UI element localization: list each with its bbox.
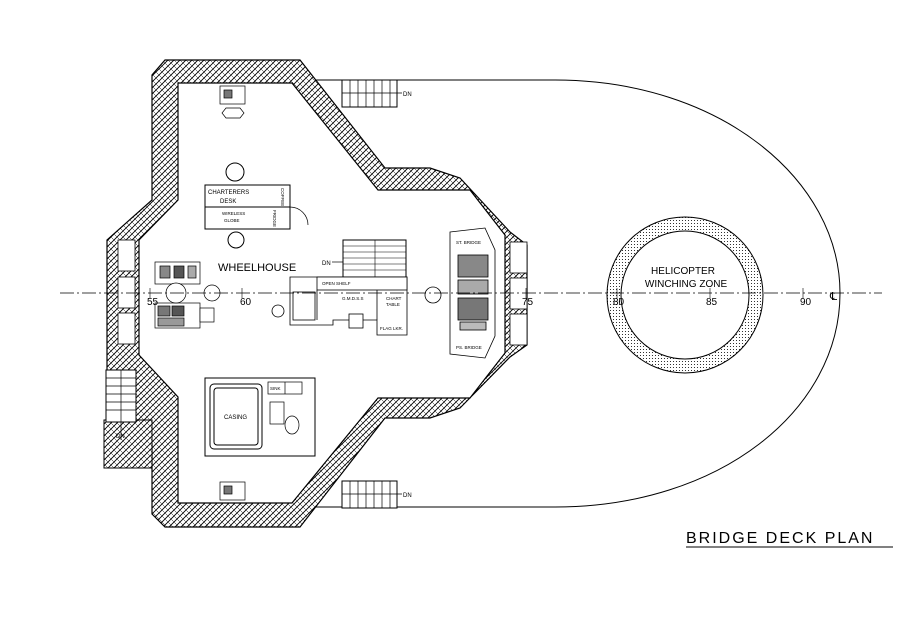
superstructure-outer-wall [106, 59, 528, 528]
aft-stair-dn-label: DN [116, 434, 125, 440]
st-bridge-label: ST. BRIDGE [456, 240, 481, 245]
helicopter-zone-label-line2: WINCHING ZONE [645, 279, 728, 290]
frame-55: 55 [147, 297, 159, 308]
casing-label: CASING [224, 415, 247, 421]
aft-stair-tower: DN [103, 369, 153, 469]
top-wing-stair: DN [341, 79, 412, 108]
top-stair-dn-label: DN [403, 92, 412, 98]
top-console [219, 85, 246, 119]
aft-consoles [154, 261, 221, 329]
fridge-label: FRIDGE [272, 210, 277, 227]
bottom-console [219, 481, 246, 501]
frame-90: 90 [800, 297, 812, 308]
frame-75: 75 [522, 297, 534, 308]
helicopter-zone-label-line1: HELICOPTER [651, 266, 715, 277]
wireless-globe-label-line2: GLOBE [224, 218, 240, 223]
forward-console: ST. BRIDGE PS. BRIDGE [424, 227, 496, 359]
drawing-title: BRIDGE DECK PLAN [686, 530, 874, 547]
charterers-desk-area: CHARTERERS DESK WIRELESS GLOBE COFFEE FR… [204, 162, 309, 249]
chart-table-block: OPEN SHELF G.M.D.S.S CHART TABLE FLAG LK… [271, 276, 408, 336]
charterers-desk-label-line2: DESK [220, 199, 236, 205]
bottom-stair-dn-label: DN [403, 493, 412, 499]
frame-60: 60 [240, 297, 252, 308]
casing-room: CASING SINK [204, 377, 316, 457]
door-swing [289, 206, 309, 226]
chair-top [225, 162, 245, 182]
forward-windows [509, 241, 528, 346]
interior-stair-dn-label: DN [322, 261, 331, 267]
centerline-symbol: ℄ [829, 291, 837, 303]
wheelhouse-label: WHEELHOUSE [218, 262, 296, 274]
bottom-wing-stair: DN [341, 480, 412, 509]
chair-mid [227, 231, 245, 249]
steering-wheel [424, 286, 442, 304]
frame-80: 80 [613, 297, 625, 308]
helicopter-winching-zone: HELICOPTER WINCHING ZONE [606, 216, 764, 374]
wireless-globe-label-line1: WIRELESS [222, 211, 245, 216]
interior-stair: DN [322, 239, 407, 278]
gmdss-label: G.M.D.S.S [342, 296, 364, 301]
coffee-label: COFFEE [280, 188, 285, 206]
chart-table-label-line2: TABLE [386, 302, 400, 307]
open-shelf-label: OPEN SHELF [322, 281, 351, 286]
frame-85: 85 [706, 297, 718, 308]
sink-label: SINK [270, 386, 281, 391]
charterers-desk-label-line1: CHARTERERS [208, 190, 249, 196]
ps-bridge-label: PS. BRIDGE [456, 345, 482, 350]
centerline-axis: 55 60 75 80 85 90 ℄ [60, 288, 882, 308]
chart-table-label-line1: CHART [386, 296, 402, 301]
flag-locker-label: FLAG LKR. [380, 326, 403, 331]
aft-windows [117, 239, 136, 345]
